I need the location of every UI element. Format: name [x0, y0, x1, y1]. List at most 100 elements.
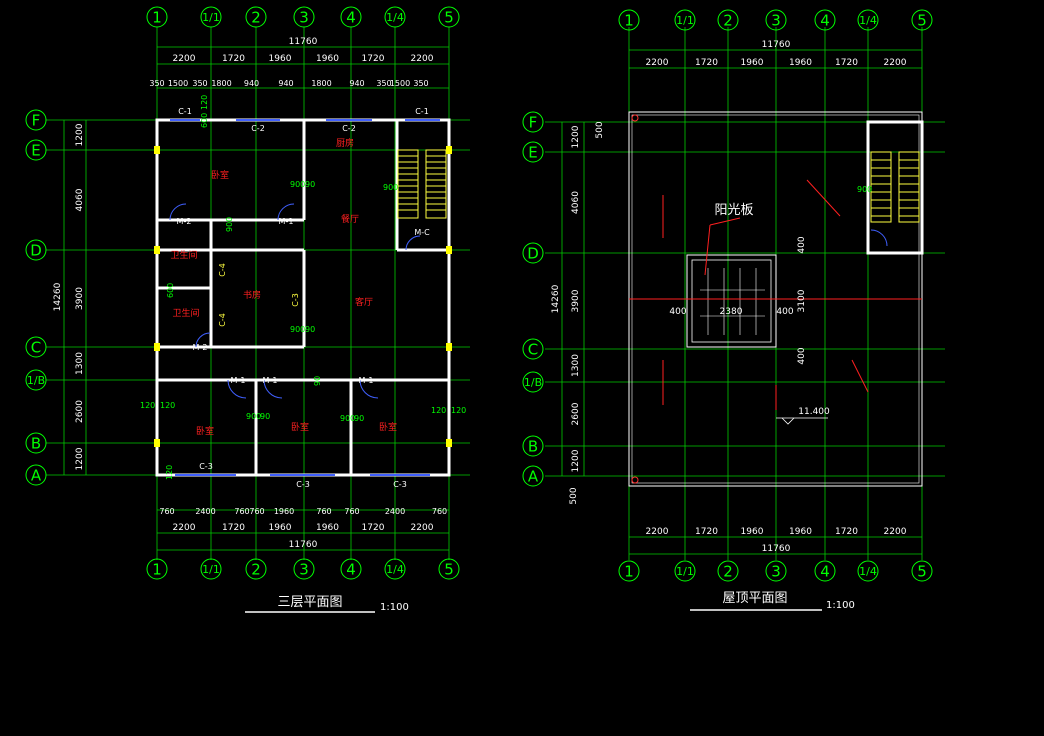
right-top-dim: 2200	[646, 58, 669, 68]
right-door-swing	[870, 229, 888, 247]
left-bottom-axis-bubble	[146, 558, 168, 580]
right-stairs	[870, 151, 920, 223]
left-row-axis-bubble	[25, 239, 47, 261]
left-row-axis-label: 1/B	[27, 374, 45, 387]
right-top-axis-label: 4	[820, 11, 830, 29]
left-row-axis-label: D	[30, 241, 42, 259]
right-bottom-dim: 2200	[884, 527, 907, 537]
tag-m1-c: M-1	[263, 376, 278, 385]
left-bottom-axis-label: 5	[444, 560, 454, 578]
small-dim-900-d: 900	[290, 325, 305, 334]
left-top-detail-dim: 1500	[390, 79, 410, 88]
small-dim-90-a: 90	[305, 180, 315, 189]
small-dim-120-a: 120	[200, 95, 209, 110]
right-bottom-axis-label: 2	[723, 562, 733, 580]
left-top-detail-dim: 350	[413, 79, 428, 88]
tag-c3-c: C-3	[393, 480, 407, 489]
right-top-axis-label: 1	[624, 11, 634, 29]
right-row-axis-bubble	[522, 435, 544, 457]
tag-c3-a: C-3	[199, 462, 213, 471]
left-bottom-dim: 1960	[316, 523, 339, 533]
room-kitchen: 厨房	[336, 137, 354, 149]
left-row-axis-bubble	[25, 109, 47, 131]
roof-slope-lines	[629, 179, 922, 410]
left-top-detail-dim: 350	[192, 79, 207, 88]
small-dim-900-f: 900	[340, 414, 355, 423]
right-side-dim: 1200	[571, 449, 581, 472]
right-top-dim: 1960	[741, 58, 764, 68]
left-bottom-dim: 2200	[411, 523, 434, 533]
left-bottom-dim: 1960	[269, 523, 292, 533]
right-bottom-axis-bubble	[717, 560, 739, 582]
tag-c1-a: C-1	[178, 107, 192, 116]
room-bathroom-2: 卫生间	[172, 307, 199, 319]
left-top-axis-label: 3	[299, 8, 309, 26]
right-row-axis-label: F	[529, 113, 538, 131]
left-top-dim: 1960	[316, 54, 339, 64]
right-bottom-axis-label: 1/4	[859, 565, 877, 578]
right-top-dim: 1960	[789, 58, 812, 68]
skylight-width-dim: 2380	[720, 307, 743, 317]
skylight-label: 阳光板	[714, 203, 753, 218]
room-bathroom-1: 卫生间	[170, 249, 197, 261]
left-top-axis-label: 5	[444, 8, 454, 26]
right-top-axis-bubble	[618, 9, 640, 31]
small-dim-120-f: 120	[165, 465, 174, 480]
tag-m1-b: M-1	[231, 376, 246, 385]
left-top-detail-dim: 940	[244, 79, 259, 88]
right-bottom-dim: 1720	[835, 527, 858, 537]
left-top-axis-label: 4	[346, 8, 356, 26]
right-top-axis-label: 3	[771, 11, 781, 29]
left-row-axis-label: B	[31, 434, 41, 452]
left-bottom-detail-dim: 760	[316, 507, 331, 516]
tag-c4-a: C-4	[218, 263, 227, 277]
small-dim-120-b: 120	[140, 401, 155, 410]
left-small-dims: 600 120 900 90 900 900 600 900 90 90 120…	[140, 95, 466, 480]
right-side-dim: 4060	[571, 191, 581, 214]
right-bottom-axis-label: 5	[917, 562, 927, 580]
left-bottom-axis-label: 4	[346, 560, 356, 578]
left-plan-title: 三层平面图	[277, 595, 342, 610]
right-bottom-dim: 2200	[646, 527, 669, 537]
left-dimension-lines	[63, 46, 449, 551]
left-top-dim: 1960	[269, 54, 292, 64]
right-row-axis-bubble	[522, 371, 544, 393]
tag-m2-a: M-2	[177, 217, 192, 226]
right-row-axis-label: C	[528, 340, 538, 358]
small-dim-90-d: 90	[260, 412, 270, 421]
left-top-axis-label: 1	[152, 8, 162, 26]
left-top-detail-dim: 350	[149, 79, 164, 88]
left-row-axis-bubble	[25, 369, 47, 391]
tag-c2-a: C-2	[251, 124, 265, 133]
small-dim-900-b: 900	[383, 183, 398, 192]
left-bottom-detail-dim: 2400	[385, 507, 405, 516]
room-dining: 餐厅	[341, 213, 359, 225]
small-dim-120-d: 120	[431, 406, 446, 415]
small-dim-90-c: 90	[313, 376, 322, 386]
right-top-axis-label: 1/1	[676, 14, 694, 27]
left-bottom-total-dim: 11760	[289, 540, 318, 550]
left-top-axis-label: 1/1	[202, 11, 220, 24]
right-top-total-dim: 11760	[762, 40, 791, 50]
left-top-axis-bubble	[293, 6, 315, 28]
right-row-axis-bubble	[522, 242, 544, 264]
skylight-side-left-dim: 400	[669, 307, 686, 317]
right-dimension-lines	[561, 49, 922, 555]
right-row-axis-bubble	[522, 141, 544, 163]
left-bottom-axis-label: 2	[251, 560, 261, 578]
small-dim-120-e: 120	[451, 406, 466, 415]
left-top-detail-dim: 1800	[211, 79, 231, 88]
left-top-detail-dim: 350	[376, 79, 391, 88]
skylight-top-dim: 400	[797, 236, 807, 253]
left-top-total-dim: 11760	[289, 37, 318, 47]
left-top-dim: 2200	[411, 54, 434, 64]
left-bottom-axis-label: 1/4	[386, 563, 404, 576]
